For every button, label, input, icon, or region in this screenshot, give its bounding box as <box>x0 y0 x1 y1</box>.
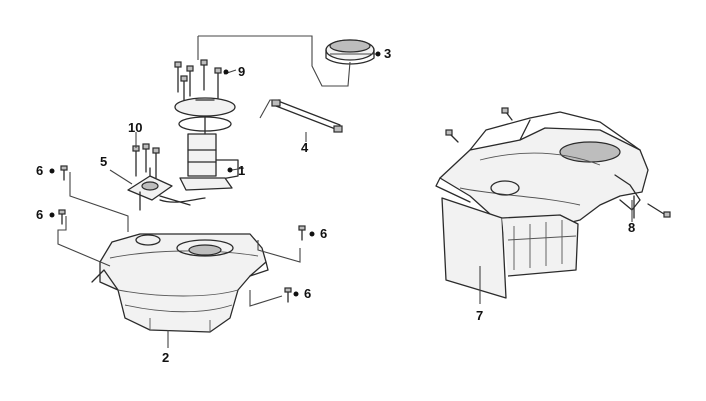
callout-9: 9 <box>238 64 245 79</box>
callout-dot-1 <box>227 167 233 173</box>
callout-7: 7 <box>476 308 483 323</box>
fuel-hose <box>271 99 343 133</box>
callout-dot-9 <box>223 69 229 75</box>
callout-6-a: 6 <box>36 163 43 178</box>
leader-lines-right <box>479 200 633 304</box>
callout-labels: 9 3 10 4 1 5 6 6 6 6 2 8 7 <box>36 46 635 365</box>
callout-3: 3 <box>384 46 391 61</box>
callout-8: 8 <box>628 220 635 235</box>
fuel-tank <box>91 233 269 333</box>
filler-cap <box>325 39 375 65</box>
callout-6-c: 6 <box>320 226 327 241</box>
callout-6-d: 6 <box>304 286 311 301</box>
callout-5: 5 <box>100 154 107 169</box>
bolts-6 <box>58 165 306 303</box>
side-panel <box>441 197 579 299</box>
bolt-set-10 <box>132 143 160 179</box>
callout-1: 1 <box>238 163 245 178</box>
bolt-set-9 <box>174 59 222 101</box>
callout-10: 10 <box>128 120 142 135</box>
callout-4: 4 <box>301 140 309 155</box>
leader-lines-left <box>57 35 378 348</box>
callout-2: 2 <box>162 350 169 365</box>
callout-dot-3 <box>375 51 381 57</box>
fuel-gauge-sender <box>127 167 206 211</box>
callout-6-b: 6 <box>36 207 43 222</box>
fuel-pump <box>174 97 239 191</box>
bolts-right <box>445 107 671 219</box>
